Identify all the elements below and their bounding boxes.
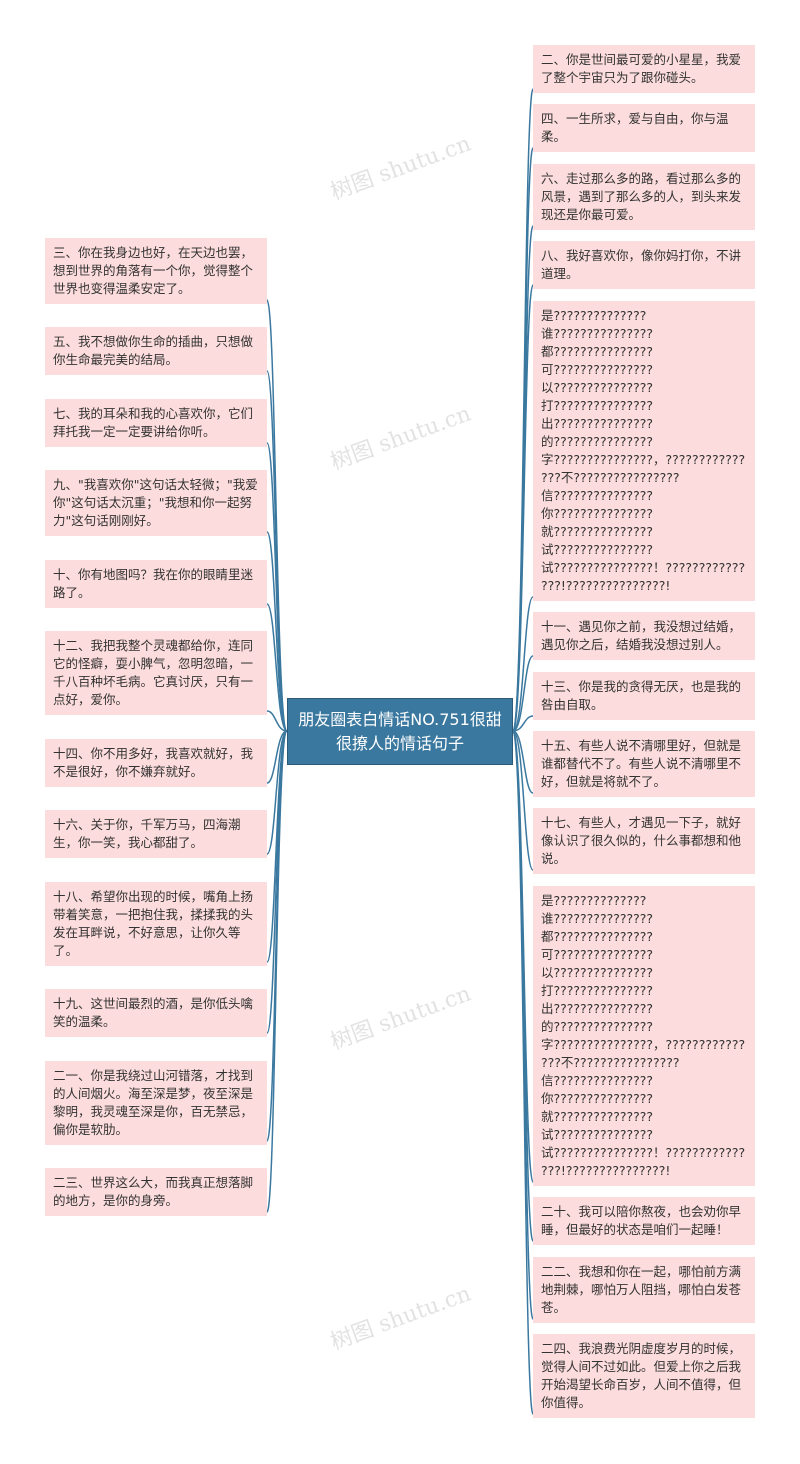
right-branch-node[interactable]: 十一、遇见你之前，我没想过结婚，遇见你之后，结婚我没想过别人。 [533,612,755,660]
connector-line [266,730,288,1213]
left-branch-node[interactable]: 十九、这世间最烈的酒，是你低头噙笑的温柔。 [45,989,267,1037]
left-branch-node[interactable]: 二一、你是我绕过山河错落，才找到的人间烟火。海至深是梦，夜至深是黎明，我灵魂至深… [45,1061,267,1145]
right-branch-node[interactable]: 四、一生所求，爱与自由，你与温柔。 [533,104,755,152]
connector-line [266,299,288,732]
left-branch-node[interactable]: 十六、关于你，千军万马，四海潮生，你一笑，我心都甜了。 [45,810,267,858]
central-topic[interactable]: 朋友圈表白情话NO.751很甜很撩人的情话句子 [287,698,513,765]
connector-line [512,730,534,794]
connector-line [266,730,288,855]
left-branch-node[interactable]: 十二、我把我整个灵魂都给你，连同它的怪癖，耍小脾气，忽明忽暗，一千八百种坏毛病。… [45,631,267,715]
connector-line [266,531,288,732]
right-branch-node[interactable]: 十三、你是我的贪得无厌，也是我的咎由自取。 [533,672,755,720]
connector-line [266,442,288,732]
connector-line [266,730,288,784]
right-branch-node[interactable]: 十七、有些人，才遇见一下子，就好像认识了很久似的，什么事都想和他说。 [533,808,755,874]
connector-line [512,596,534,732]
central-topic-label: 朋友圈表白情话NO.751很甜很撩人的情话句子 [298,709,502,753]
right-branch-node[interactable]: 是??????????????谁???????????????都????????… [533,886,755,1186]
right-branch-node[interactable]: 二二、我想和你在一起，哪怕前方满地荆棘，哪怕万人阻挡，哪怕白发苍苍。 [533,1257,755,1323]
left-branch-node[interactable]: 三、你在我身边也好，在天边也罢，想到世界的角落有一个你，觉得整个世界也变得温柔安… [45,238,267,304]
left-branch-node[interactable]: 五、我不想做你生命的插曲，只想做你生命最完美的结局。 [45,327,267,375]
connector-line [512,147,534,732]
connector-line [512,655,534,732]
connector-line [266,603,288,732]
connector-line [512,730,534,1415]
left-branch-node[interactable]: 十、你有地图吗？我在你的眼睛里迷路了。 [45,560,267,608]
right-branch-node[interactable]: 六、走过那么多的路，看过那么多的风景，遇到了那么多的人，到头来发现还是你最可爱。 [533,164,755,230]
right-branch-node[interactable]: 八、我好喜欢你，像你妈打你，不讲道理。 [533,241,755,289]
connector-line [266,710,288,732]
connector-line [512,284,534,732]
connector-line [512,715,534,732]
right-branch-node[interactable]: 二十、我可以陪你熬夜，也会劝你早睡，但最好的状态是咱们一起睡！ [533,1197,755,1245]
right-branch-node[interactable]: 十五、有些人说不清哪里好，但就是谁都替代不了。有些人说不清哪里不好，但就是将就不… [533,731,755,797]
left-branch-node[interactable]: 七、我的耳朵和我的心喜欢你，它们拜托我一定一定要讲给你听。 [45,399,267,447]
right-branch-node[interactable]: 二、你是世间最可爱的小星星，我爱了整个宇宙只为了跟你碰头。 [533,45,755,93]
left-branch-node[interactable]: 二三、世界这么大，而我真正想落脚的地方，是你的身旁。 [45,1168,267,1216]
left-branch-node[interactable]: 九、"我喜欢你"这句话太轻微；"我爱你"这句话太沉重；"我想和你一起努力"这句话… [45,470,267,536]
connector-line [512,730,534,871]
left-branch-node[interactable]: 十八、希望你出现的时候，嘴角上扬带着笑意，一把抱住我，揉揉我的头发在耳畔说，不好… [45,882,267,966]
left-branch-node[interactable]: 十四、你不用多好，我喜欢就好，我不是很好，你不嫌弃就好。 [45,739,267,787]
right-branch-node[interactable]: 二四、我浪费光阴虚度岁月的时候，觉得人间不过如此。但爱上你之后我开始渴望长命百岁… [533,1334,755,1418]
right-branch-node[interactable]: 是??????????????谁???????????????都????????… [533,301,755,601]
